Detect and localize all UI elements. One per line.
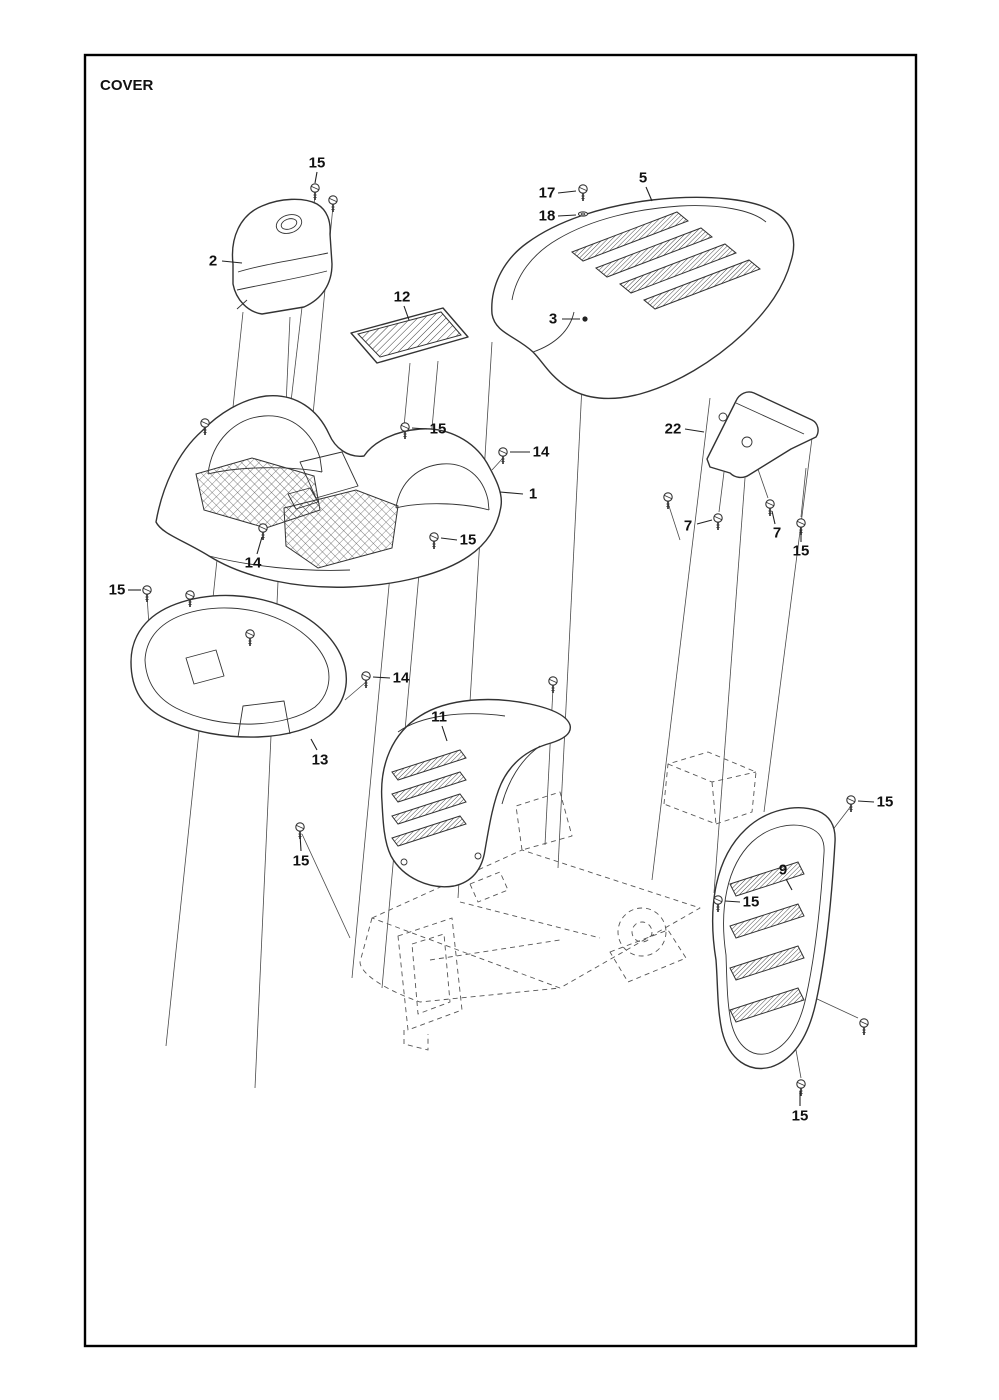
part-fender-assembly-1 (155, 394, 503, 588)
leader-line-1 (499, 491, 524, 495)
screw-icon (547, 675, 559, 694)
callout-18: 18 (539, 208, 556, 225)
leader-line-5 (645, 186, 653, 202)
callout-5: 5 (639, 170, 647, 187)
screw-icon (858, 1017, 870, 1036)
callout-15-left: 15 (109, 582, 126, 599)
screw-icon (309, 182, 321, 201)
callout-14-fender-left: 14 (245, 555, 262, 572)
screw-icon (712, 512, 724, 531)
screw-icon (577, 183, 589, 202)
page-border (83, 53, 918, 1348)
leader-lines (128, 171, 875, 1106)
callout-3: 3 (549, 311, 557, 328)
callout-7-right: 7 (773, 525, 781, 542)
page-title: COVER (100, 77, 154, 94)
screw-icon (662, 491, 674, 510)
leader-line-7-left (696, 519, 713, 525)
callout-14-fender-right: 14 (533, 444, 550, 461)
callout-15-grille-top: 15 (877, 794, 894, 811)
leader-line-15-fender-mid (440, 537, 458, 541)
screw-icon (795, 1078, 807, 1097)
leader-line-14-bumper (372, 676, 391, 679)
callout-15-fender-mid: 15 (460, 532, 477, 549)
leader-line-7-right (771, 510, 776, 525)
part-front-frame-13 (130, 594, 347, 738)
callout-15-fender-top: 15 (430, 421, 447, 438)
dot-icon (582, 316, 588, 322)
part-rear-grille-9 (711, 807, 836, 1070)
leader-line-11 (441, 725, 448, 742)
leader-line-18 (557, 214, 577, 217)
leader-line-17 (557, 190, 577, 194)
leader-line-2 (221, 260, 243, 264)
screw-icon (141, 584, 153, 603)
leader-line-15-fender-top (411, 427, 428, 430)
leader-line-22 (684, 428, 705, 433)
callout-2: 2 (209, 253, 217, 270)
leader-line-15-console (314, 171, 318, 184)
leader-line-15-grille-left (724, 900, 741, 903)
part-side-panel-11 (380, 698, 571, 888)
leader-line-13 (310, 738, 318, 751)
callout-22: 22 (665, 421, 682, 438)
callout-9: 9 (779, 862, 787, 879)
screw-icon (360, 670, 372, 689)
part-grille-insert-12 (350, 307, 469, 364)
leader-line-14-fender-left (256, 536, 263, 555)
callout-15-panel: 15 (293, 853, 310, 870)
callout-15-bracket: 15 (793, 543, 810, 560)
leader-line-15-grille-top (857, 800, 875, 803)
callout-14-bumper: 14 (393, 670, 410, 687)
leader-line-12 (403, 305, 410, 321)
part-hood-5 (491, 196, 795, 400)
callout-15-bottom: 15 (792, 1108, 809, 1125)
leader-line-9 (785, 878, 793, 891)
callout-13: 13 (312, 752, 329, 769)
callout-7-left: 7 (684, 518, 692, 535)
callout-15-console: 15 (309, 155, 326, 172)
callout-labels: 15 2 12 17 18 5 3 22 7 7 15 15 14 1 15 14 15 14 13 11 15 15 9 1… (109, 155, 894, 1125)
callout-11: 11 (431, 709, 447, 726)
leader-line-15-panel (299, 833, 302, 852)
washer-icon (577, 211, 589, 217)
callout-1: 1 (529, 486, 537, 503)
screw-icon (327, 194, 339, 213)
callout-12: 12 (394, 289, 411, 306)
callout-15-grille-left: 15 (743, 894, 760, 911)
callout-17: 17 (539, 185, 556, 202)
part-console-cover-2 (231, 198, 333, 315)
part-hinge-bracket-22 (706, 391, 819, 479)
